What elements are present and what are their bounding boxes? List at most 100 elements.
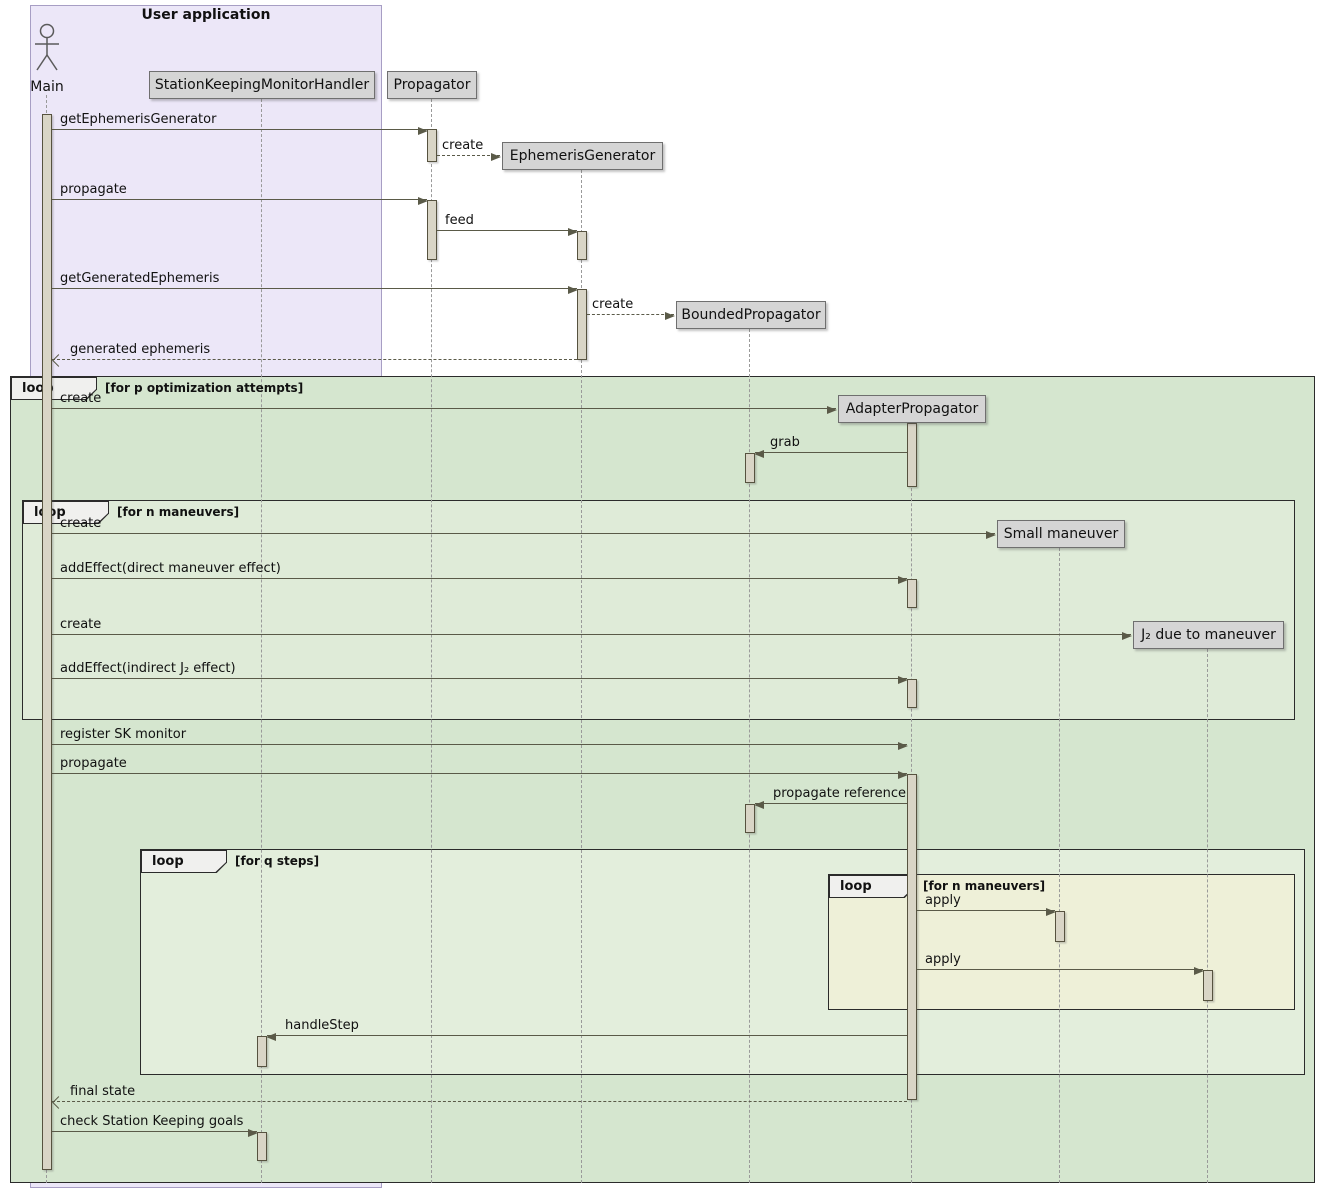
loop-condition-n-maneuvers-1: [for n maneuvers] [117,505,240,519]
msg-register-sk-monitor: register SK monitor [52,727,908,750]
lifeline-boundedpropagator [749,329,750,1183]
message-label: propagate [60,182,127,197]
activation-ephemerisgenerator-1 [577,231,587,260]
participant-label: AdapterPropagator [845,401,979,417]
msg-apply-j2: apply [917,952,1204,975]
activation-small-maneuver [1055,911,1065,942]
arrowhead-icon [754,801,764,809]
msg-create-j2: create [52,617,1132,640]
activation-propagator-2 [427,200,437,260]
activation-adapterpropagator-2 [907,579,917,608]
message-line [52,773,907,774]
msg-check-station-keeping-goals: check Station Keeping goals [52,1114,258,1137]
arrowhead-icon [986,531,996,539]
actor-main-label: Main [30,79,64,95]
message-line [52,288,577,289]
message-line [52,678,907,679]
message-label: create [60,516,102,531]
arrowhead-icon [1122,632,1132,640]
msg-create-bounded-propagator: create [587,297,675,320]
msg-grab: grab [754,435,907,458]
activation-propagator-1 [427,129,437,162]
arrowhead-icon [418,197,428,205]
msg-propagate-2: propagate [52,756,908,779]
participant-label: BoundedPropagator [681,307,821,323]
message-label: addEffect(direct maneuver effect) [60,561,281,576]
lifeline-small-maneuver [1059,548,1060,1183]
arrowhead-icon [248,1129,258,1137]
msg-final-state-return: final state [52,1084,907,1109]
message-line [52,578,907,579]
loop-keyword: loop [840,879,872,894]
message-line [917,910,1055,911]
loop-header: loop [141,850,227,873]
loop-condition-q-steps: [for q steps] [235,854,320,868]
participant-label: StationKeepingMonitorHandler [154,77,370,93]
participant-boundedpropagator: BoundedPropagator [676,301,826,329]
arrowhead-icon [827,406,837,414]
activation-main [42,114,52,1170]
arrowhead-icon [568,286,578,294]
message-label: apply [925,893,961,908]
lifeline-stationkeepingmonitorhandler [261,99,262,1183]
message-label: generated ephemeris [70,342,211,357]
participant-label: J₂ due to maneuver [1141,627,1276,643]
activation-boundedpropagator-2 [745,804,755,833]
participant-propagator: Propagator [387,71,477,99]
message-label: create [60,617,102,632]
participant-small-maneuver: Small maneuver [997,520,1125,548]
msg-handle-step: handleStep [266,1018,907,1041]
arrowhead-icon [898,742,908,750]
message-line [52,199,427,200]
arrowhead-icon [898,576,908,584]
arrowhead-icon [754,450,764,458]
msg-create-adapter-propagator: create [52,391,837,414]
activation-skmh-2 [257,1132,267,1161]
message-line [917,969,1203,970]
participant-label: Propagator [393,77,471,93]
msg-add-effect-indirect: addEffect(indirect J₂ effect) [52,661,908,684]
participant-ephemerisgenerator: EphemerisGenerator [502,142,663,170]
msg-add-effect-direct: addEffect(direct maneuver effect) [52,561,908,584]
lifeline-j2-due-to-maneuver [1207,649,1208,1183]
arrowhead-icon [1194,967,1204,975]
arrowhead-icon [418,127,428,135]
msg-generated-ephemeris-return: generated ephemeris [52,342,577,367]
message-label: register SK monitor [60,727,187,742]
participant-label: EphemerisGenerator [509,148,656,164]
message-line [587,314,674,315]
arrowhead-icon [1046,908,1056,916]
lifeline-ephemerisgenerator [581,170,582,1183]
message-line [52,1101,907,1102]
message-line [52,533,995,534]
participant-adapterpropagator: AdapterPropagator [838,395,986,423]
message-label: apply [925,952,961,967]
message-label: create [592,297,634,312]
message-line [52,1131,257,1132]
arrowhead-icon [568,228,578,236]
loop-keyword: loop [152,854,184,869]
loop-condition-optimization-attempts: [for p optimization attempts] [105,381,304,395]
loop-header: loop [829,875,915,898]
arrowhead-icon [266,1033,276,1041]
message-label: check Station Keeping goals [60,1114,244,1129]
msg-apply-small-maneuver: apply [917,893,1056,916]
participant-label: Small maneuver [1003,526,1119,542]
activation-adapterpropagator-4 [907,774,917,1100]
arrowhead-icon [898,771,908,779]
message-label: propagate [60,756,127,771]
actor-icon [35,23,59,71]
msg-create-ephemeris-generator: create [437,138,501,161]
msg-propagate-1: propagate [52,182,428,205]
loop-condition-n-maneuvers-2: [for n maneuvers] [923,879,1046,893]
msg-create-small-maneuver: create [52,516,996,539]
message-line [52,129,427,130]
lifeline-propagator [431,99,432,1183]
message-label: getGeneratedEphemeris [60,271,220,286]
message-line [755,803,907,804]
message-label: handleStep [285,1018,359,1033]
message-label: getEphemerisGenerator [60,112,217,127]
loop-header: loop [11,377,97,400]
participant-stationkeepingmonitorhandler: StationKeepingMonitorHandler [149,71,375,99]
